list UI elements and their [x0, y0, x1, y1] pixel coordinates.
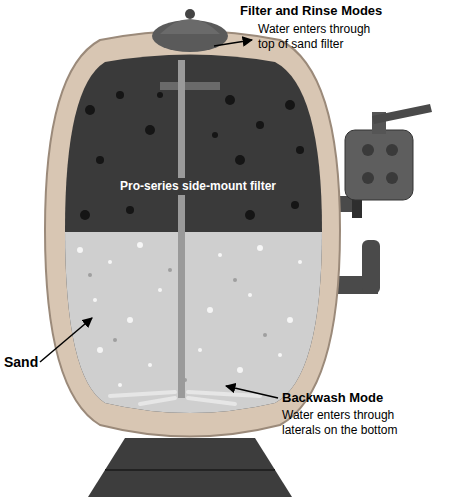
mode-heading: Filter and Rinse Modes [240, 3, 440, 19]
tank-shell [45, 31, 340, 437]
model-label: Pro-series side-mount filter [117, 178, 279, 195]
dome-lid [152, 20, 228, 52]
laterals [110, 392, 260, 404]
center-pipe [178, 60, 185, 398]
dome-cap [160, 19, 220, 34]
mode-note: Water enters through top of sand filter [258, 22, 386, 52]
base-stand [88, 438, 292, 497]
part-label: Sand [4, 354, 44, 372]
mode-note: Water enters through laterals on the bot… [282, 408, 417, 438]
sand-shading [88, 268, 267, 382]
sand-grains [77, 242, 302, 387]
leader-arrow [226, 386, 278, 398]
valve-handle [372, 104, 432, 124]
base-rib [105, 469, 275, 471]
mode-heading: Backwash Mode [282, 390, 442, 406]
leader-arrow [40, 318, 92, 362]
dome-knob [185, 9, 195, 19]
leader-arrow [214, 40, 252, 46]
distributor [160, 82, 220, 90]
valve-port [386, 172, 398, 184]
valve-port [386, 144, 398, 156]
valve-port [362, 144, 374, 156]
multiport-valve [345, 130, 413, 200]
valve-port [362, 172, 374, 184]
lower-pipe-elbow [362, 240, 380, 294]
water-droplets [80, 91, 304, 220]
